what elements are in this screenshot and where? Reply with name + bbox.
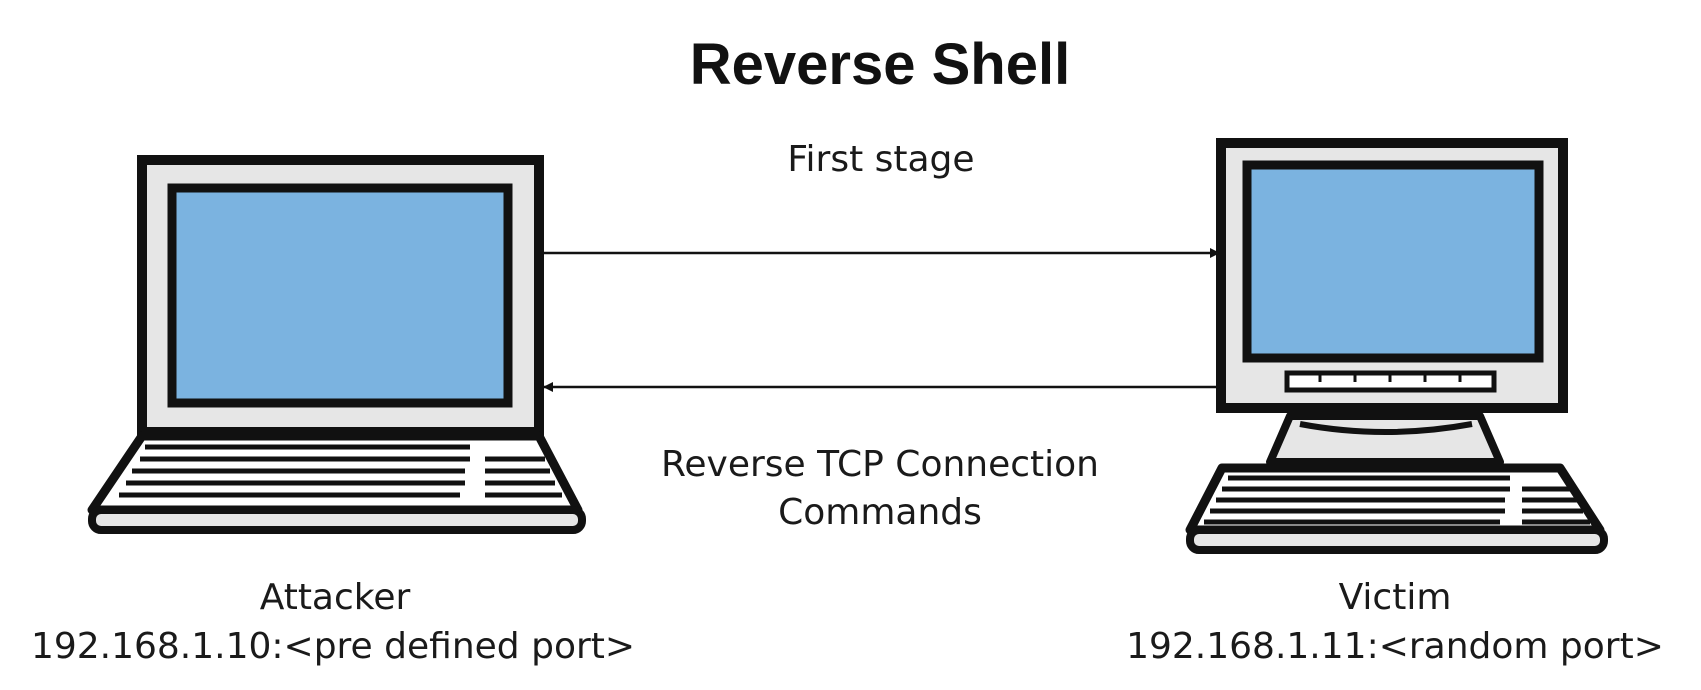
attacker-name: Attacker xyxy=(260,577,411,618)
victim-address: 192.168.1.11:<random port> xyxy=(1126,626,1664,667)
reverse-tcp-label: Reverse TCP Connection xyxy=(661,444,1099,485)
first-stage-label: First stage xyxy=(787,139,974,180)
diagram-title: Reverse Shell xyxy=(690,32,1070,97)
victim-desktop-icon xyxy=(1185,138,1608,554)
commands-label: Commands xyxy=(778,492,982,533)
attacker-address: 192.168.1.10:<pre defined port> xyxy=(31,626,635,667)
attacker-laptop-icon xyxy=(87,155,586,534)
victim-name: Victim xyxy=(1339,577,1452,618)
